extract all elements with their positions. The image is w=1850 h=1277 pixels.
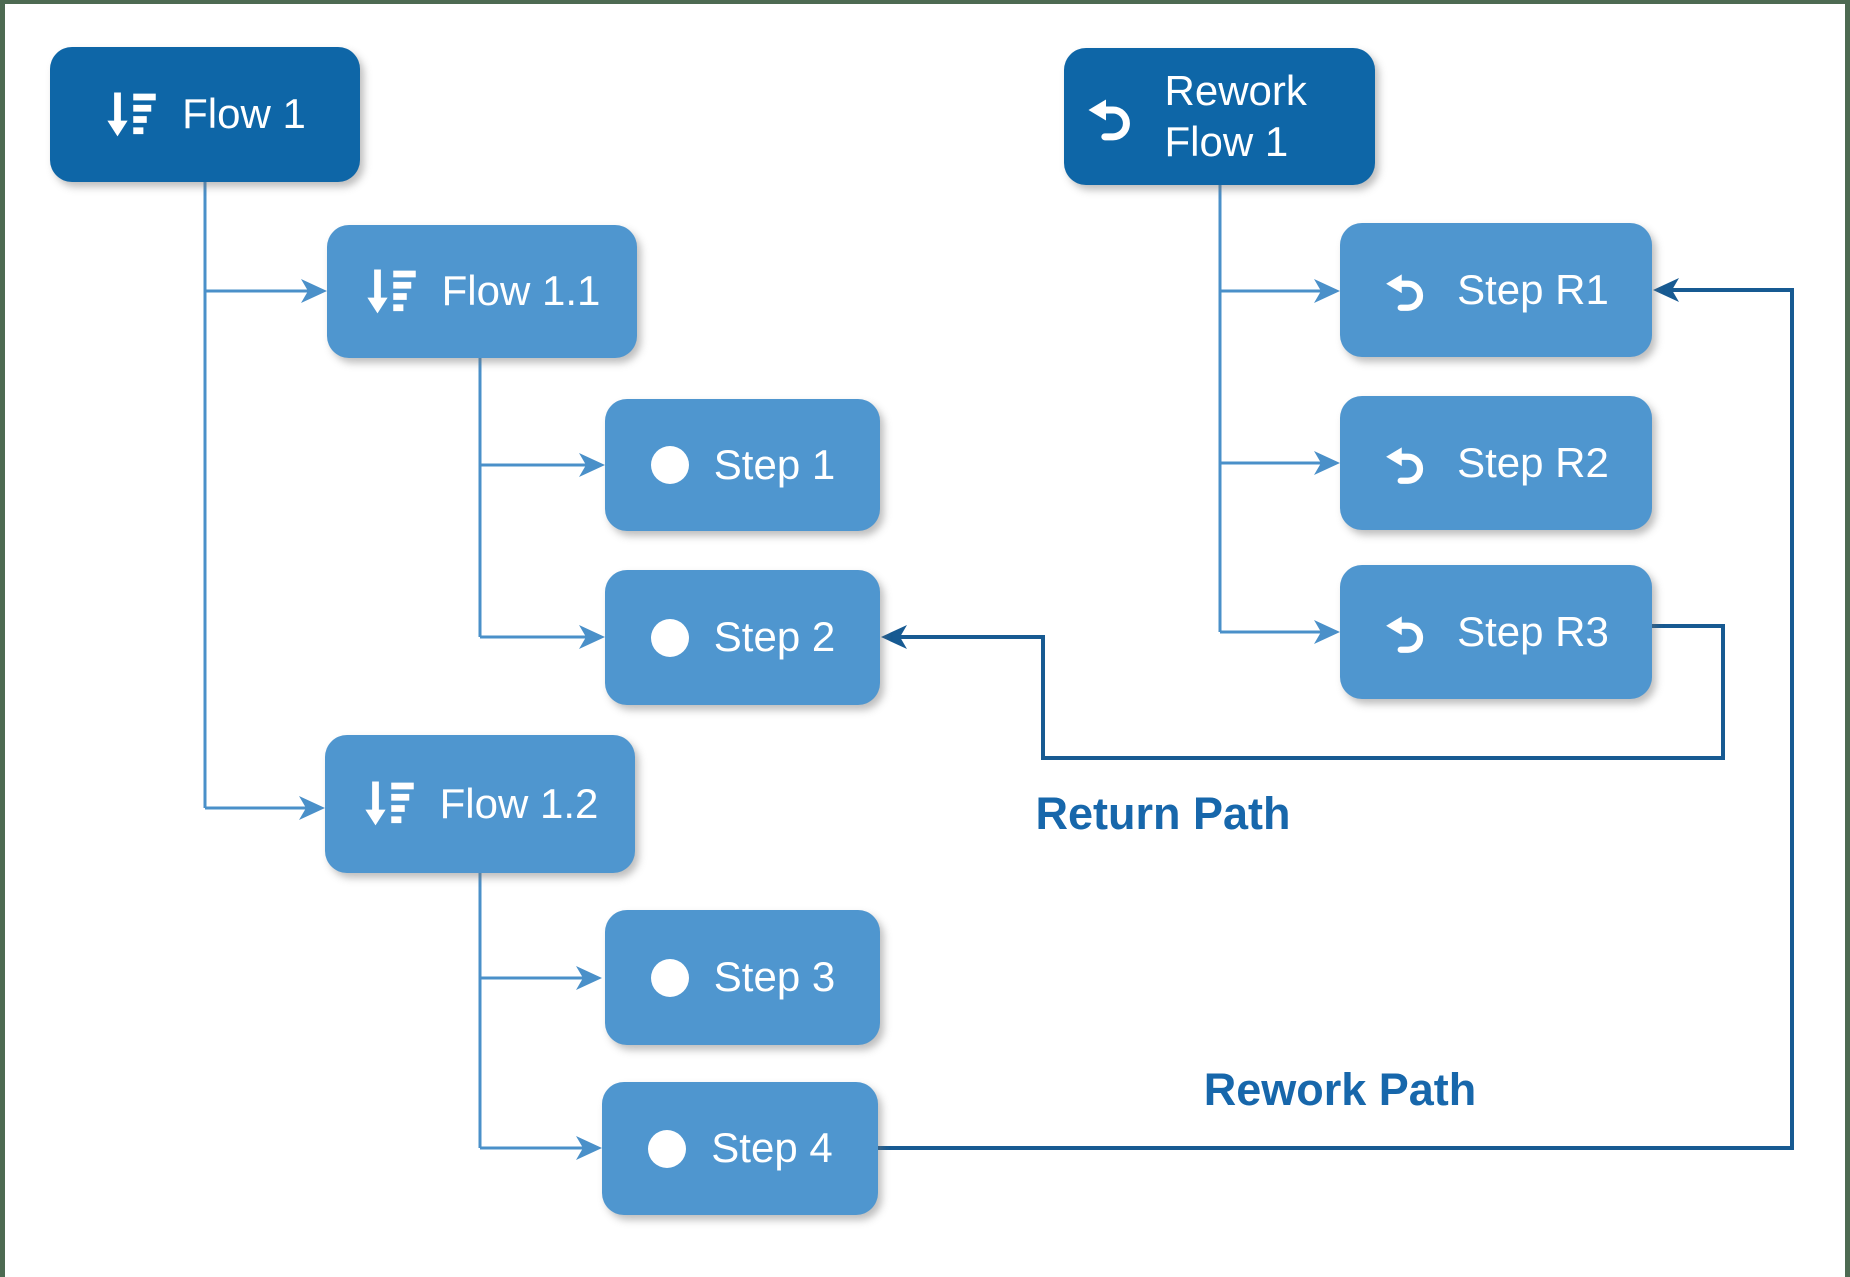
arrowhead-return-into-step2 (881, 625, 907, 649)
circle-icon (650, 618, 690, 658)
node-label: Step 1 (713, 440, 836, 488)
sort-descending-icon (364, 265, 418, 319)
arrowhead-stepR2-in (1314, 451, 1340, 475)
node-label: Step 2 (713, 613, 836, 661)
node-step-r1[interactable]: Step R1 (1340, 223, 1652, 357)
arrowhead-stepR1-in (1314, 279, 1340, 303)
circle-icon (647, 1129, 687, 1169)
node-flow-1[interactable]: Flow 1 (50, 47, 360, 182)
arrowhead-step2 (579, 625, 605, 649)
node-label: Flow 1.1 (441, 267, 601, 315)
node-label: Rework Flow 1 (1164, 67, 1307, 165)
node-label: Step 4 (711, 1124, 833, 1172)
edge-border-top (0, 0, 1850, 4)
undo-arrow-icon (1085, 89, 1141, 145)
sort-descending-icon (104, 88, 158, 142)
rework-path-label: Rework Path (1203, 1064, 1477, 1115)
node-step-4[interactable]: Step 4 (602, 1082, 878, 1215)
return-path-label: Return Path (1035, 788, 1291, 839)
node-flow-1-1[interactable]: Flow 1.1 (327, 225, 637, 358)
node-label: Step R3 (1457, 607, 1609, 655)
circle-icon (650, 445, 690, 485)
edge-border-right (1845, 0, 1850, 1277)
node-label: Step 3 (713, 953, 836, 1001)
node-flow-1-2[interactable]: Flow 1.2 (325, 735, 635, 873)
arrowhead-step3 (576, 966, 602, 990)
arrowhead-flow11 (301, 279, 327, 303)
arrowhead-step1 (579, 453, 605, 477)
arrowhead-flow12 (299, 796, 325, 820)
undo-arrow-icon (1383, 438, 1433, 488)
node-rework-flow-1[interactable]: Rework Flow 1 (1064, 48, 1375, 185)
node-label: Step R2 (1457, 438, 1609, 486)
sort-descending-icon (362, 777, 416, 831)
arrowhead-rework-into-stepR1 (1653, 278, 1679, 302)
node-label: Step R1 (1457, 265, 1609, 313)
connector-return-path (900, 624, 1725, 760)
node-step-3[interactable]: Step 3 (605, 910, 880, 1045)
arrowhead-stepR3-in (1314, 620, 1340, 644)
connector-rework-path (878, 288, 1794, 1150)
edge-border-left (0, 0, 5, 1277)
node-step-r3[interactable]: Step R3 (1340, 565, 1652, 699)
arrowhead-step4 (576, 1136, 602, 1160)
node-step-r2[interactable]: Step R2 (1340, 396, 1652, 530)
node-label: Flow 1 (182, 90, 306, 138)
undo-arrow-icon (1383, 607, 1433, 657)
node-step-1[interactable]: Step 1 (605, 399, 880, 531)
node-step-2[interactable]: Step 2 (605, 570, 880, 705)
node-label: Flow 1.2 (439, 779, 599, 827)
circle-icon (650, 958, 690, 998)
undo-arrow-icon (1383, 265, 1433, 315)
